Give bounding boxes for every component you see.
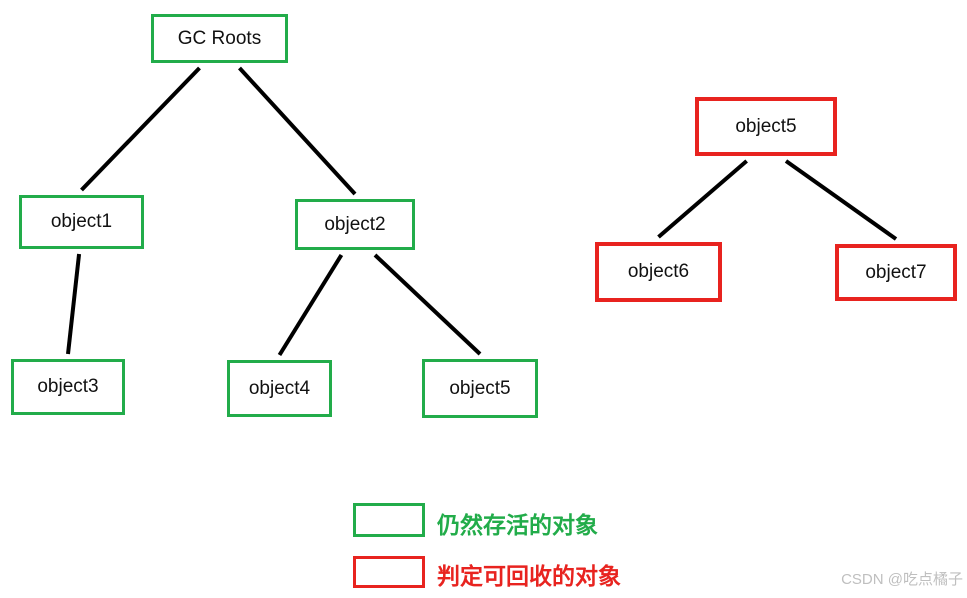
edge-object2-object5_g (373, 253, 482, 356)
node-object5-alive: object5 (422, 359, 538, 418)
node-object2: object2 (295, 199, 415, 250)
node-label: object7 (865, 261, 927, 283)
csdn-watermark: CSDN @吃点橘子 (841, 571, 963, 588)
node-object6: object6 (595, 242, 722, 302)
edge-gc_roots-object2 (238, 66, 357, 196)
legend-collectable-swatch (353, 556, 425, 588)
legend-alive-swatch (353, 503, 425, 537)
node-gc-roots: GC Roots (151, 14, 288, 63)
legend-collectable-label: 判定可回收的对象 (437, 563, 621, 589)
node-label: object4 (248, 377, 311, 399)
node-label: GC Roots (177, 27, 262, 49)
edge-object5_r-object6 (657, 159, 748, 239)
node-object3: object3 (11, 359, 125, 415)
node-label: object5 (449, 377, 511, 399)
node-label: object5 (735, 115, 797, 137)
edge-object1-object3 (66, 253, 82, 355)
node-label: object1 (50, 211, 113, 232)
node-label: object2 (324, 213, 386, 235)
node-label: object3 (37, 376, 99, 397)
edge-gc_roots-object1 (80, 66, 201, 192)
legend-alive-label: 仍然存活的对象 (437, 512, 598, 538)
node-label: object6 (627, 261, 690, 282)
edge-object2-object4 (277, 253, 344, 357)
node-object4: object4 (227, 360, 332, 417)
node-object1: object1 (19, 195, 144, 249)
node-object7: object7 (835, 244, 957, 301)
edge-object5_r-object7 (784, 159, 898, 241)
node-object5-collectable: object5 (695, 97, 837, 156)
